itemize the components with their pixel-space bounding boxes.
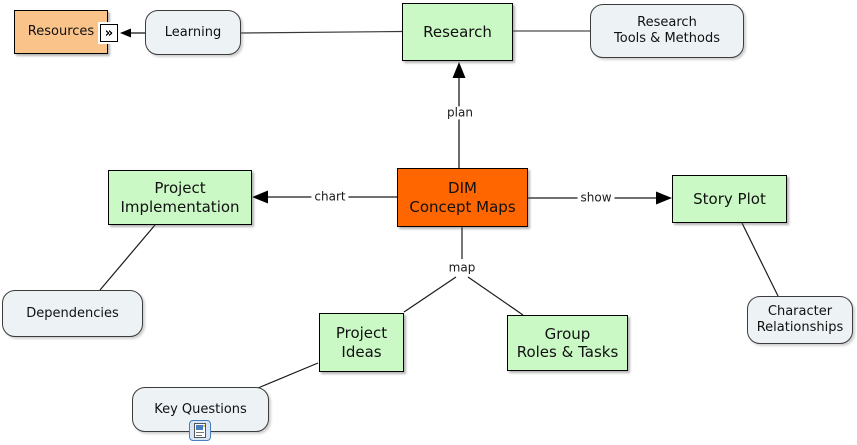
node-group-roles-tasks[interactable]: Group Roles & Tasks [507,315,628,371]
link-label-plan[interactable]: plan [444,106,476,120]
node-key-questions[interactable]: Key Questions [132,387,269,432]
attachment-textline-glyph [196,435,202,436]
attachment-icon[interactable] [189,420,211,441]
attachment-page-glyph [194,423,206,438]
link-map-grouproles-line [467,276,524,316]
node-learning[interactable]: Learning [145,10,241,55]
attachment-image-glyph [196,425,205,430]
node-research-tools-methods[interactable]: Research Tools & Methods [590,4,744,58]
node-project-ideas[interactable]: Project Ideas [319,313,404,372]
node-research[interactable]: Research [402,3,513,61]
attachment-textline-glyph [196,432,204,433]
link-label-show[interactable]: show [577,191,615,205]
link-dim-implementation-arrowhead [252,190,268,204]
link-map-projectideas-line [403,276,457,313]
link-implementation-dependencies-line [99,224,156,291]
node-project-implementation[interactable]: Project Implementation [108,170,252,225]
node-resources[interactable]: Resources [14,10,108,54]
link-learning-research-line [240,30,403,34]
node-character-relationships[interactable]: Character Relationships [747,296,853,344]
link-dim-research-arrowhead [452,62,466,78]
link-projectideas-keyquestions-line [257,362,319,389]
link-storyplot-characters-line [741,222,779,297]
link-label-chart[interactable]: chart [311,190,349,204]
link-dim-storyplot-arrowhead [656,191,672,205]
node-dim-concept-maps[interactable]: DIM Concept Maps [397,168,528,227]
resource-expand-icon[interactable]: » [100,24,118,42]
node-story-plot[interactable]: Story Plot [672,175,787,223]
link-learning-resources-arrowhead [120,28,131,38]
link-label-map[interactable]: map [445,261,479,275]
node-dependencies[interactable]: Dependencies [2,290,143,337]
